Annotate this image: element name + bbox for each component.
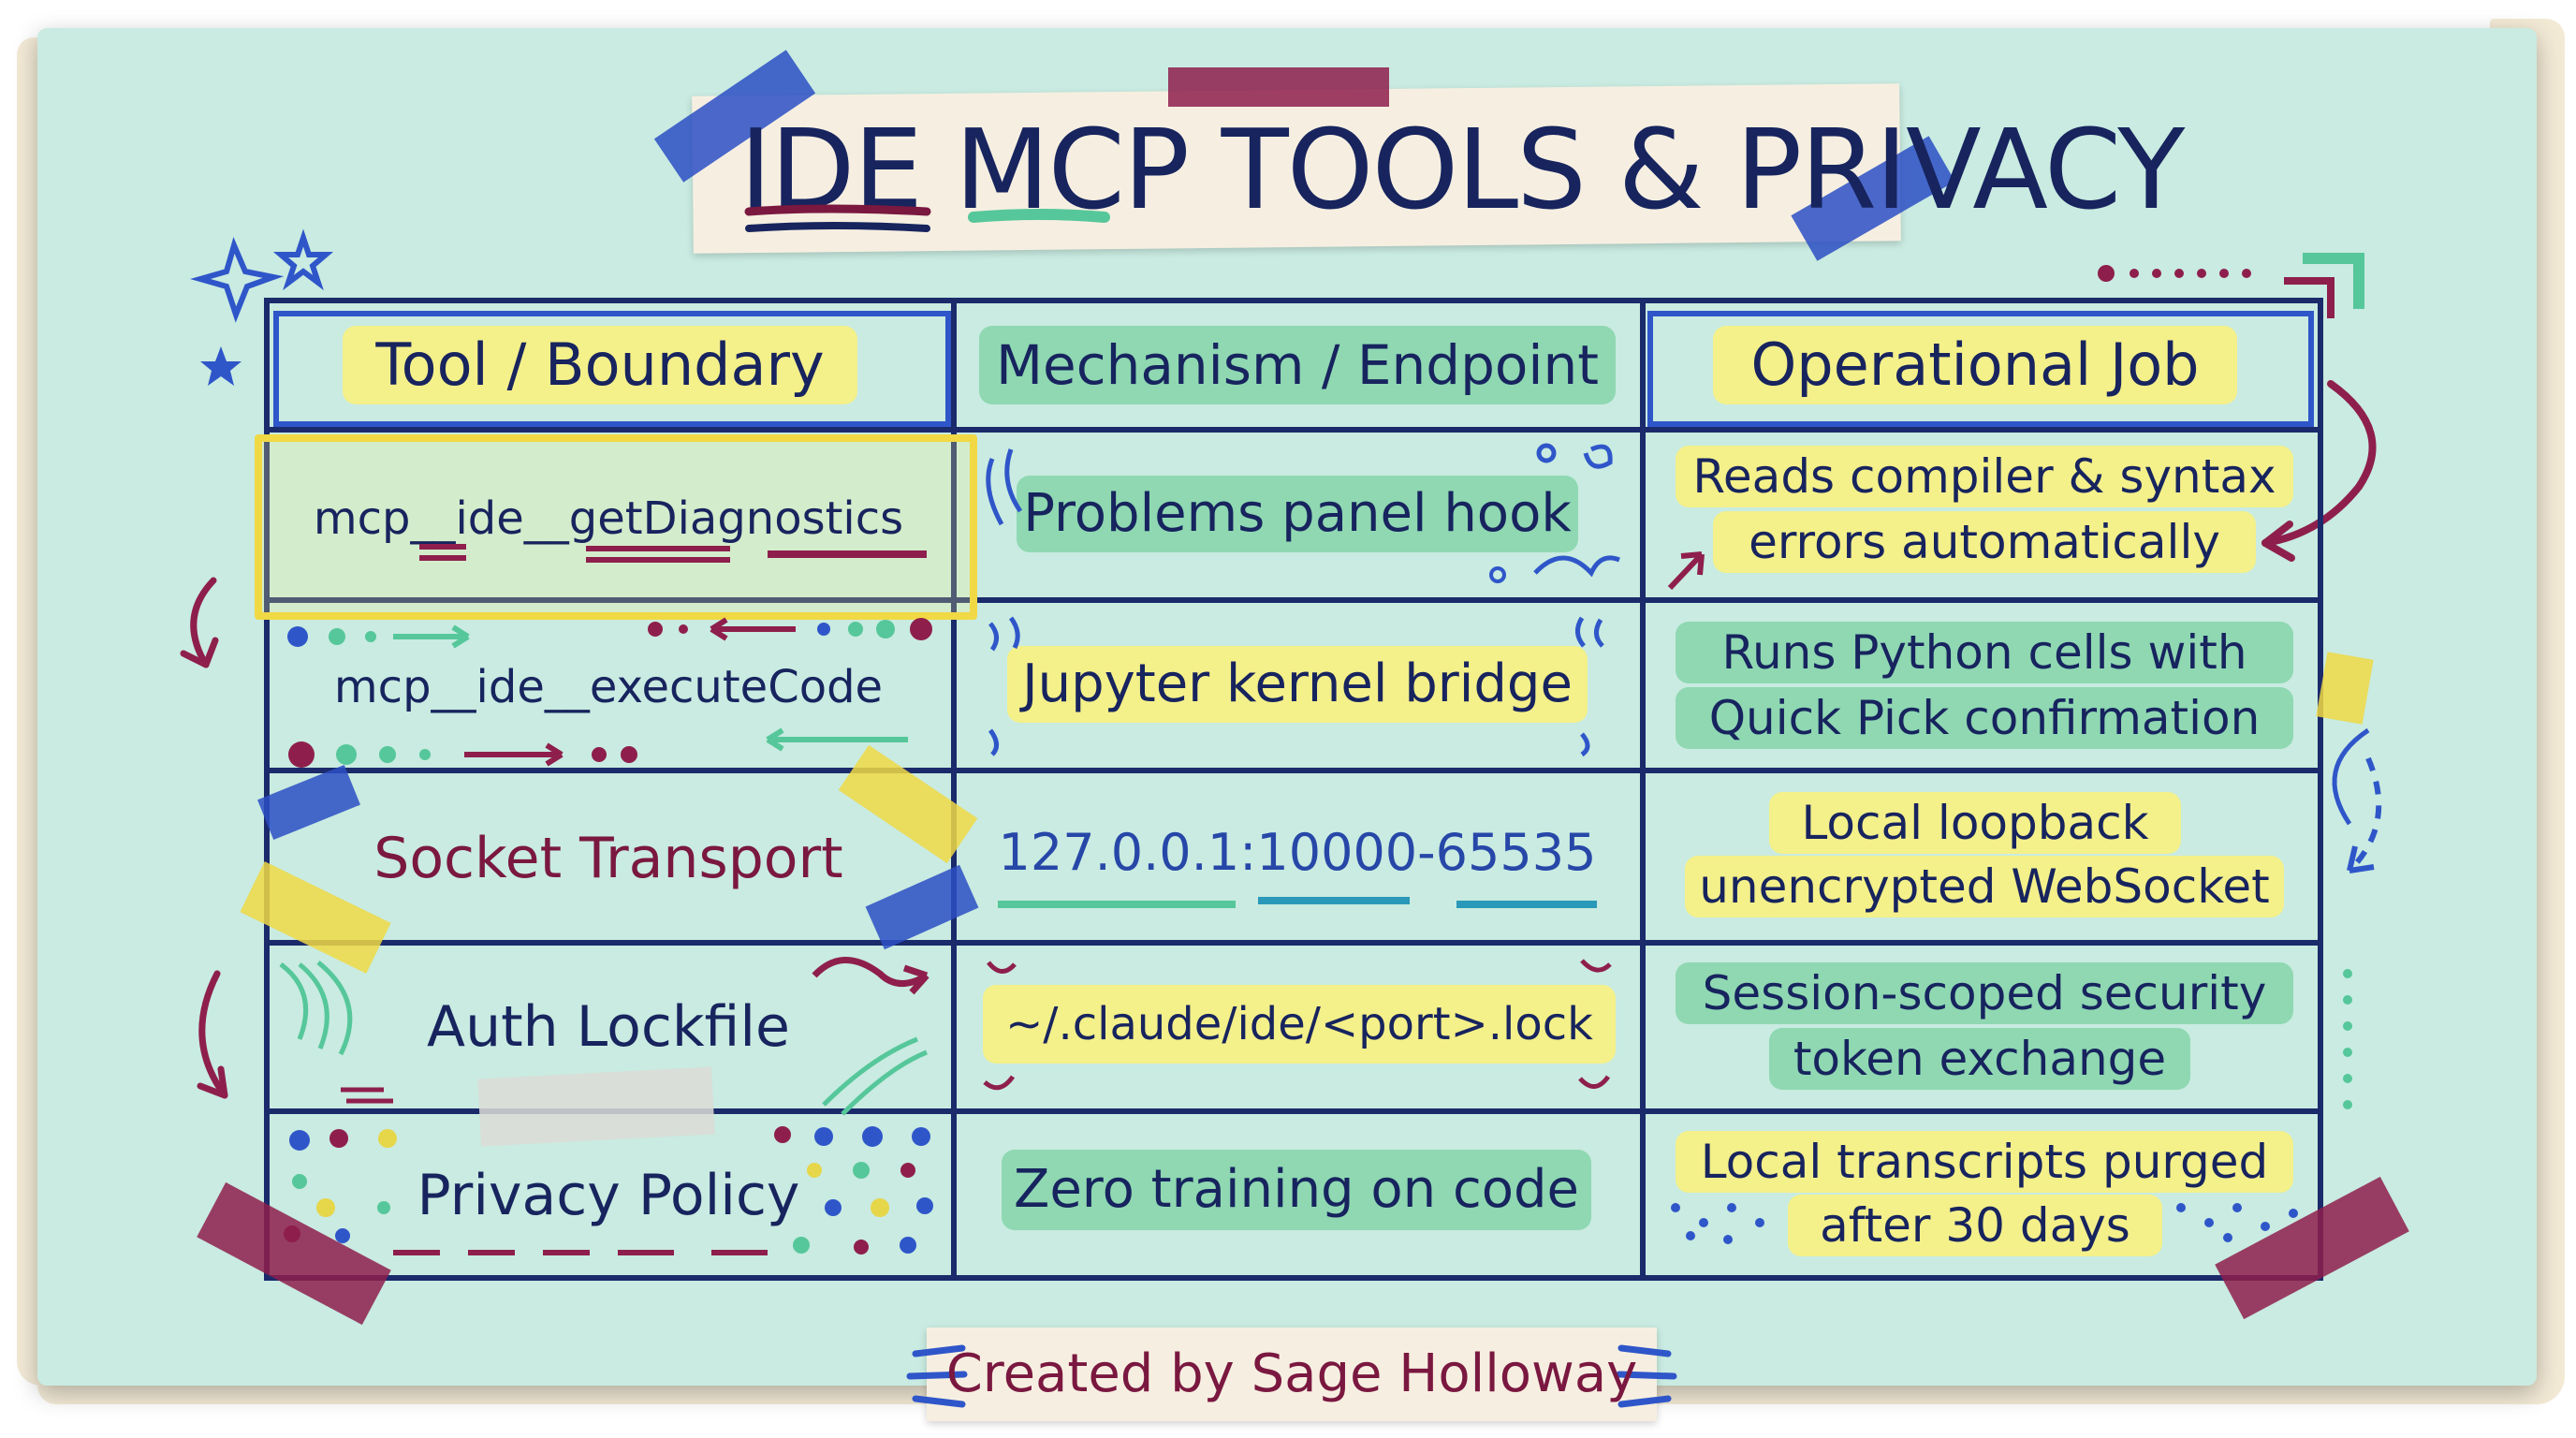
header-job: Operational Job <box>1713 326 2237 404</box>
row2-job-line1: Runs Python cells with <box>1676 622 2293 683</box>
row4-job-line2: token exchange <box>1769 1028 2190 1090</box>
row4-mechanism: ~/.claude/ide/<port>.lock <box>983 985 1616 1064</box>
row4-job-line1: Session-scoped security <box>1676 962 2293 1024</box>
row4-tool: Auth Lockfile <box>427 994 790 1060</box>
row1-job-line2: errors automatically <box>1713 511 2256 573</box>
row5-mechanism: Zero training on code <box>1002 1150 1591 1230</box>
row2-mechanism: Jupyter kernel bridge <box>1007 646 1588 723</box>
row5-tool: Privacy Policy <box>417 1163 800 1228</box>
grid-line-row1 <box>264 597 2323 603</box>
header-tool: Tool / Boundary <box>343 326 857 404</box>
credit-paper-strip <box>927 1328 1657 1421</box>
row3-mechanism: 127.0.0.1:10000-65535 <box>998 823 1597 882</box>
row3-job-line1: Local loopback <box>1769 792 2181 854</box>
grid-line-row2 <box>264 768 2323 773</box>
grid-line-header <box>264 427 2323 433</box>
grid-line-row3 <box>264 940 2323 946</box>
row2-tool: mcp__ide__executeCode <box>333 661 884 713</box>
row1-tool: mcp__ide__getDiagnostics <box>313 492 904 545</box>
row3-job-line2: unencrypted WebSocket <box>1685 856 2284 917</box>
row5-job-line2: after 30 days <box>1788 1195 2162 1256</box>
credit-text: Created by Sage Holloway <box>945 1343 1638 1404</box>
row1-tool-highlight-box <box>255 434 977 620</box>
row3-tool: Socket Transport <box>373 826 843 891</box>
grid-line-bottom <box>264 1275 2323 1281</box>
header-mechanism: Mechanism / Endpoint <box>979 326 1616 404</box>
row1-job-line1: Reads compiler & syntax <box>1676 446 2293 507</box>
grid-line-row4 <box>264 1108 2323 1114</box>
row5-job-line1: Local transcripts purged <box>1676 1131 2293 1193</box>
grid-line-right <box>2318 298 2323 1281</box>
grid-line-col2 <box>1640 298 1646 1281</box>
grid-line-left <box>264 298 270 1281</box>
tape-masking <box>477 1066 715 1147</box>
row1-mechanism: Problems panel hook <box>1017 476 1578 552</box>
page-title: IDE MCP TOOLS & PRIVACY <box>739 105 2185 234</box>
tape-title-top <box>1168 67 1389 107</box>
row2-job-line2: Quick Pick confirmation <box>1676 687 2293 749</box>
grid-line-col1 <box>951 298 957 1281</box>
grid-line-top <box>264 298 2323 303</box>
